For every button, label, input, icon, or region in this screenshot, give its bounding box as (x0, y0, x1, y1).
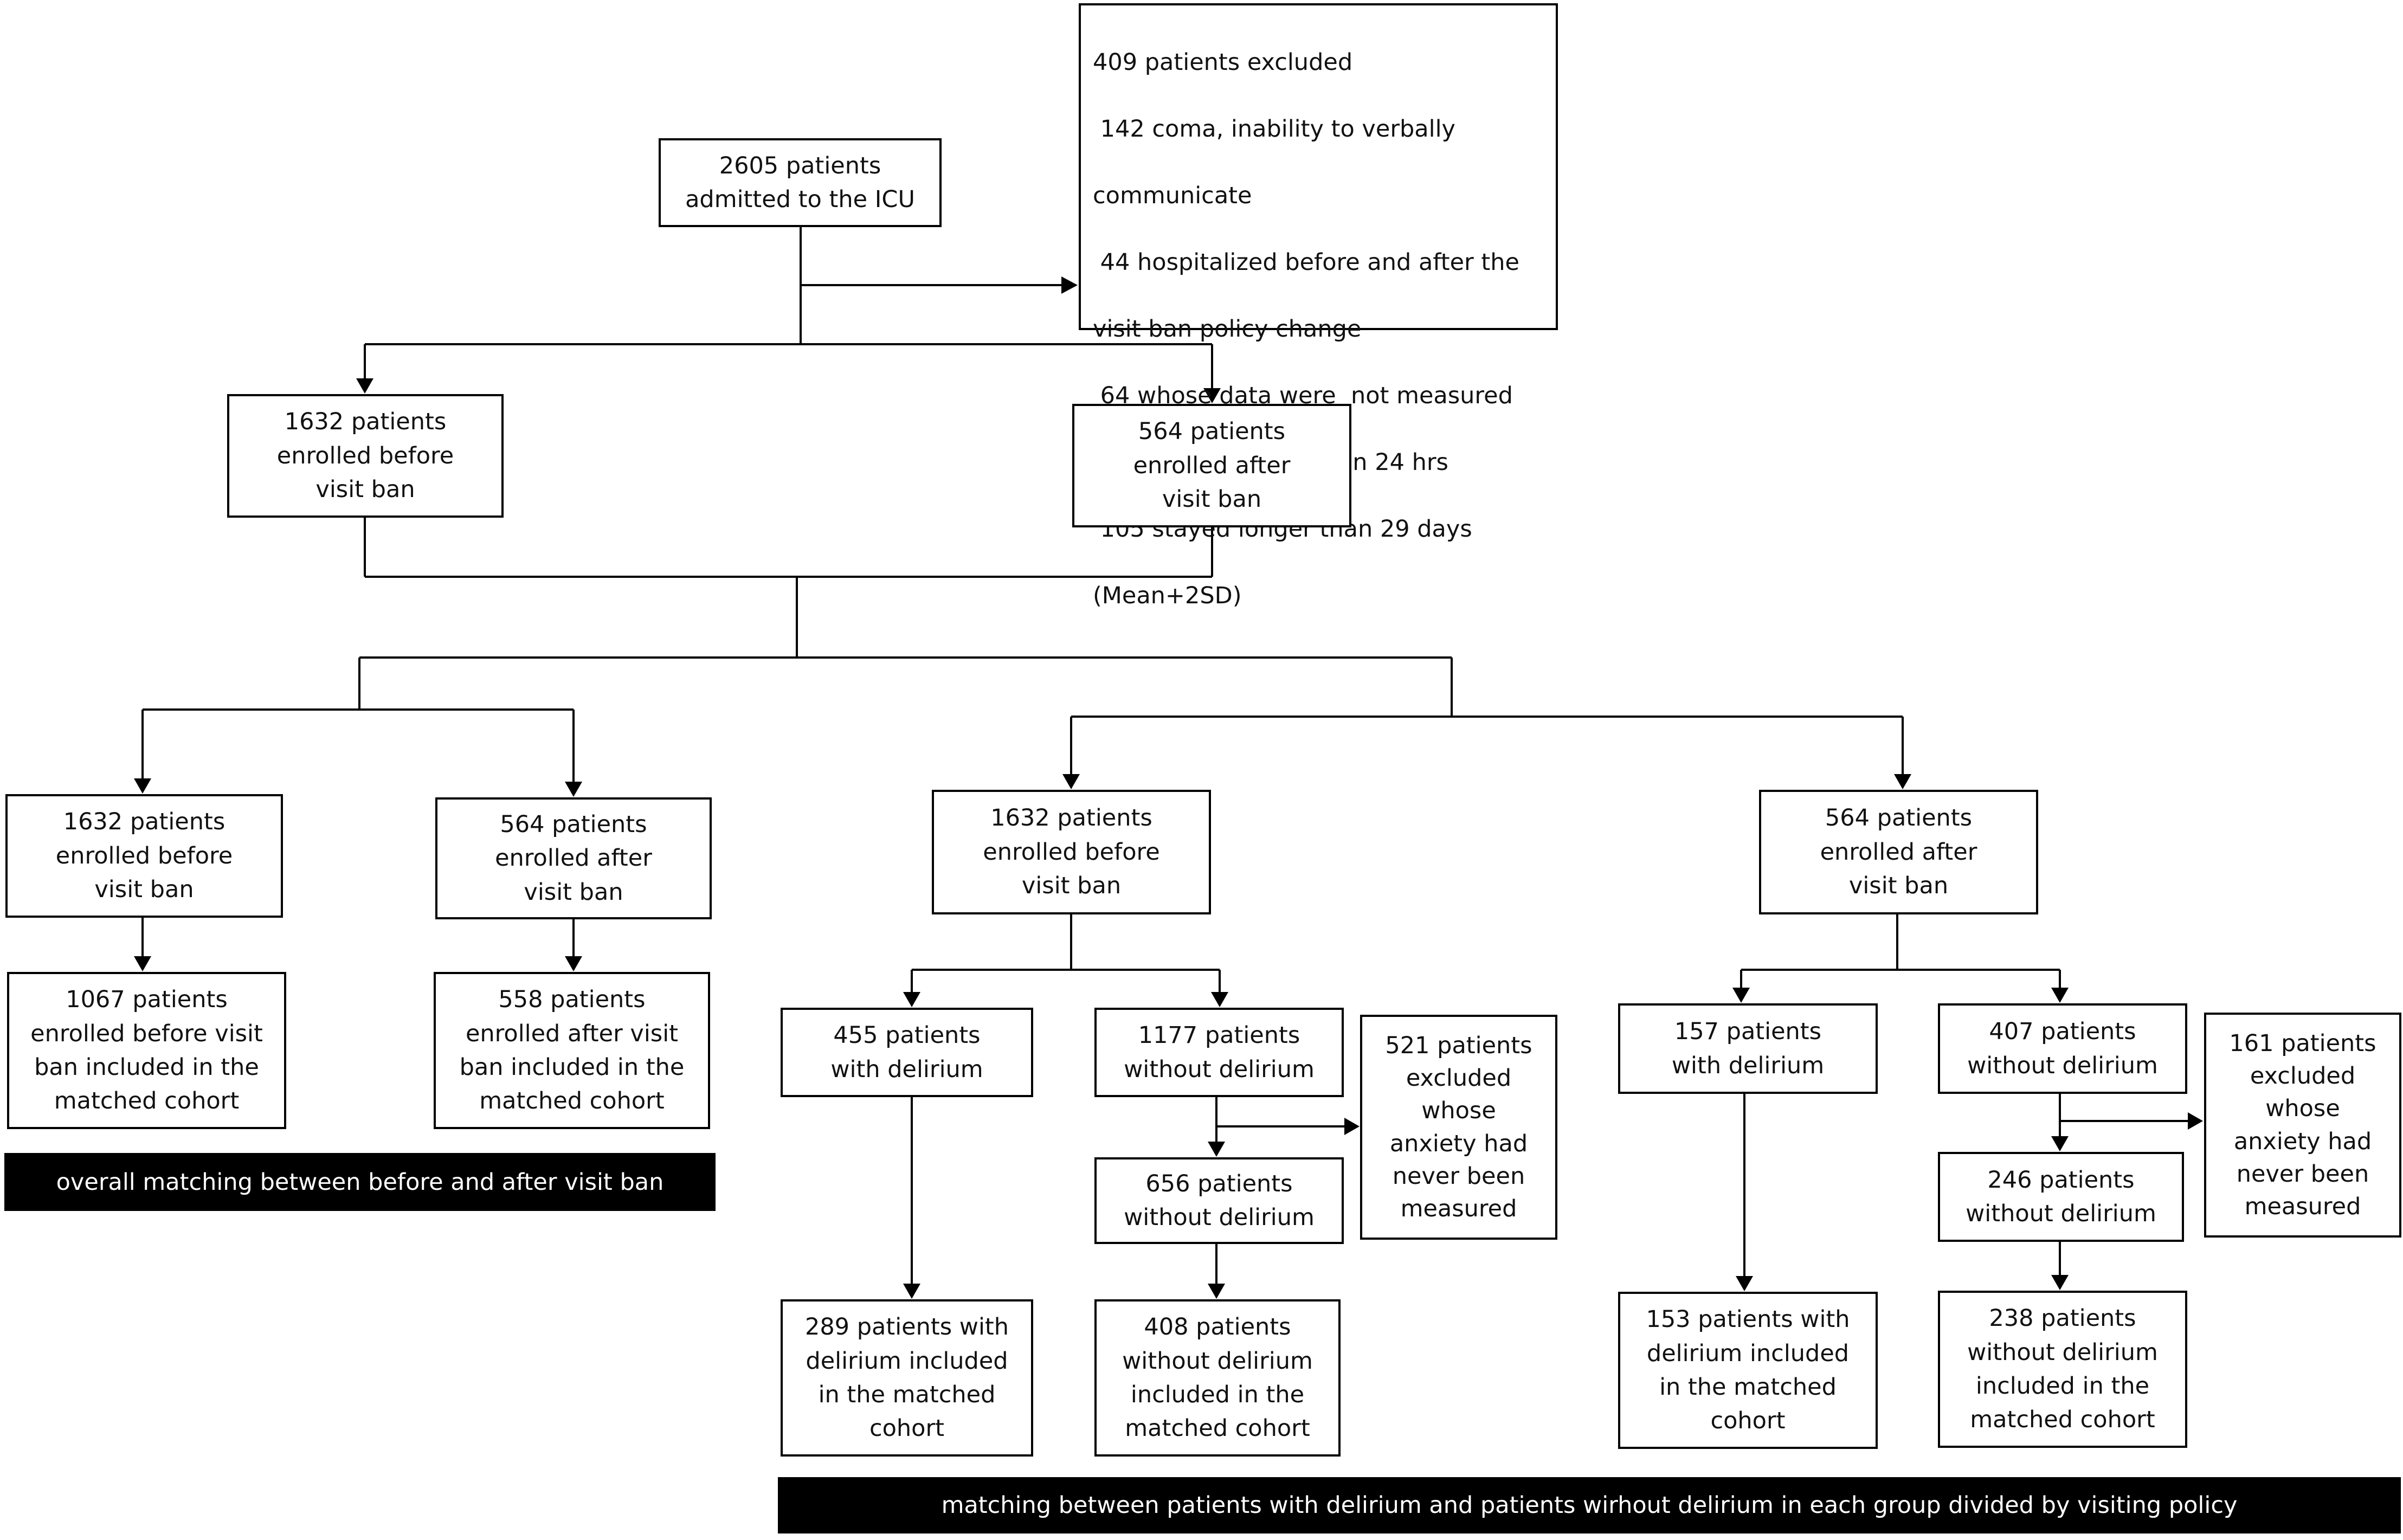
after-excluded-box: 161 patients excluded whose anxiety had … (2204, 1013, 2401, 1238)
after-without-delirium-box: 407 patients without delirium (1938, 1003, 2187, 1094)
overall-before-box: 1632 patients enrolled before visit ban (5, 794, 283, 918)
excluded-list: 409 patients excluded 142 coma, inabilit… (1093, 13, 1519, 646)
excluded-line: 409 patients excluded (1093, 49, 1353, 76)
excluded-line: communicate (1093, 182, 1252, 210)
before-with-delirium-matched-box: 289 patients with delirium included in t… (781, 1299, 1033, 1457)
overall-after-box: 564 patients enrolled after visit ban (435, 797, 712, 919)
after-without-delirium-remaining-box: 246 patients without delirium (1938, 1152, 2184, 1242)
before-without-delirium-box: 1177 patients without delirium (1094, 1008, 1344, 1097)
excluded-box: 409 patients excluded 142 coma, inabilit… (1079, 3, 1558, 609)
before-with-delirium-box: 455 patients with delirium (781, 1008, 1033, 1097)
overall-after-matched-box: 558 patients enrolled after visit ban in… (434, 972, 710, 1129)
after-with-delirium-matched-box: 153 patients with delirium included in t… (1618, 1292, 1878, 1449)
level1-after-box: 564 patients enrolled after visit ban (1072, 404, 1351, 527)
before-without-delirium-matched-box: 408 patients without delirium included i… (1094, 1299, 1341, 1457)
before-without-delirium-remaining-box: 656 patients without delirium (1094, 1157, 1344, 1244)
overall-before-matched-box: 1067 patients enrolled before visit ban … (7, 972, 286, 1129)
delirium-matching-banner: matching between patients with delirium … (778, 1477, 2401, 1533)
overall-matching-banner: overall matching between before and afte… (4, 1153, 716, 1211)
excluded-line: visit ban policy change (1093, 315, 1362, 343)
after-group-header-box: 564 patients enrolled after visit ban (1759, 790, 2038, 914)
excluded-line: 44 hospitalized before and after the (1093, 249, 1519, 276)
excluded-line: 142 coma, inability to verbally (1093, 115, 1455, 143)
admitted-box: 2605 patients admitted to the ICU (659, 138, 942, 227)
after-with-delirium-box: 157 patients with delirium (1618, 1003, 1878, 1094)
excluded-line: (Mean+2SD) (1093, 582, 1242, 610)
before-group-header-box: 1632 patients enrolled before visit ban (932, 790, 1211, 914)
excluded-line: 64 whose data were not measured (1093, 382, 1513, 410)
before-excluded-box: 521 patients excluded whose anxiety had … (1360, 1015, 1557, 1240)
level1-before-box: 1632 patients enrolled before visit ban (227, 394, 504, 518)
after-without-delirium-matched-box: 238 patients without delirium included i… (1938, 1291, 2187, 1448)
